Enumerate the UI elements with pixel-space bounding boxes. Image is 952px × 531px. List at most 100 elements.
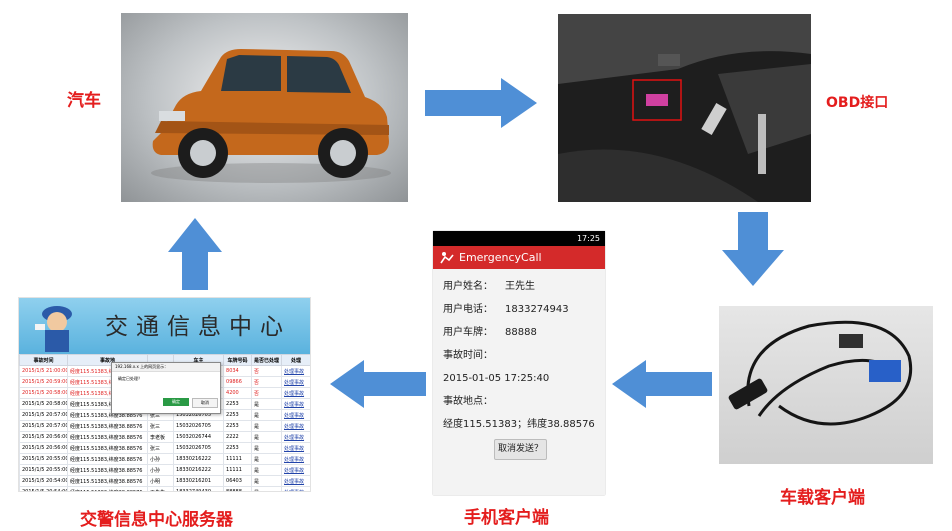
label-vehicle-client: 车载客户端 <box>780 488 865 508</box>
table-cell: 是 <box>251 464 283 476</box>
table-cell: 2015/1/5 20:55:00 <box>19 453 68 465</box>
field-row: 2015-01-05 17:25:40 <box>443 367 595 390</box>
table-cell: 2015/1/5 20:54:00 <box>19 475 68 487</box>
table-cell: 2253 <box>223 420 253 432</box>
table-cell: 经度115.51383,纬度38.88576 <box>66 420 149 432</box>
table-cell: 是 <box>251 420 283 432</box>
col-header: 事故时间 <box>19 354 68 366</box>
table-cell: 18330216222 <box>173 453 225 465</box>
label-car: 汽车 <box>67 91 101 111</box>
field-key: 事故时间： <box>443 350 493 361</box>
arrow-left-icon <box>330 360 426 408</box>
handle-accident-link[interactable]: 处理事故 <box>281 398 310 410</box>
table-cell: 2015/1/5 20:56:00 <box>19 431 68 443</box>
table-cell: 15032026744 <box>173 431 225 443</box>
table-cell: 是 <box>251 398 283 410</box>
field-row: 用户车牌：88888 <box>443 321 595 344</box>
table-cell: 8034 <box>223 365 253 377</box>
arrow-down-icon <box>722 212 784 286</box>
col-header: 处理 <box>281 354 310 366</box>
table-cell: 2015/1/5 20:58:00 <box>19 398 68 410</box>
field-key: 事故地点： <box>443 396 493 407</box>
handle-accident-link[interactable]: 处理事故 <box>281 365 310 377</box>
table-cell: 18330216222 <box>173 464 225 476</box>
table-cell: 李老板 <box>147 431 175 443</box>
table-cell: 小孙 <box>147 453 175 465</box>
handle-accident-link[interactable]: 处理事故 <box>281 431 310 443</box>
arrow-left-icon <box>612 360 712 408</box>
table-cell: 张三 <box>147 420 175 432</box>
table-cell: 经度115.51383,纬度38.88576 <box>66 464 149 476</box>
table-cell: 09866 <box>223 376 253 388</box>
table-cell: 2015/1/5 20:54:00 <box>19 486 68 491</box>
table-cell: 经度115.51383,纬度38.88576 <box>66 486 149 491</box>
table-cell: 4200 <box>223 387 253 399</box>
table-cell: 2015/1/5 21:00:00 <box>19 365 68 377</box>
phone-status-bar: 17:25 <box>433 231 605 246</box>
obd-photo <box>558 14 811 202</box>
table-row: 2015/1/5 20:54:00经度115.51383,纬度38.88576王… <box>19 486 310 491</box>
dialog-title: 192.168.x.x 上的网页显示： <box>112 363 220 372</box>
table-cell: 2253 <box>223 398 253 410</box>
label-mobile-client: 手机客户端 <box>464 508 549 528</box>
table-cell: 经度115.51383,纬度38.88576 <box>66 475 149 487</box>
field-row: 用户电话： 1833274943 <box>443 298 595 321</box>
table-cell: 11111 <box>223 453 253 465</box>
obd-illustration <box>558 14 811 202</box>
emergency-logo-icon <box>440 252 454 264</box>
table-cell: 88888 <box>223 486 253 491</box>
label-server: 交警信息中心服务器 <box>80 510 233 530</box>
table-cell: 经度115.51383,纬度38.88576 <box>66 431 149 443</box>
field-value: 88888 <box>505 327 537 338</box>
field-value: 经度115.51383；纬度38.88576 <box>443 419 595 430</box>
table-cell: 王先生 <box>147 486 175 491</box>
police-mascot-icon <box>35 306 72 352</box>
handle-accident-link[interactable]: 处理事故 <box>281 486 310 491</box>
table-cell: 18332749430 <box>173 486 225 491</box>
table-cell: 张三 <box>147 442 175 454</box>
table-cell: 15032026705 <box>173 442 225 454</box>
field-row: 用户姓名：王先生 <box>443 275 595 298</box>
server-header: 交通信息中心 <box>19 298 310 354</box>
table-cell: 06403 <box>223 475 253 487</box>
handle-accident-link[interactable]: 处理事故 <box>281 376 310 388</box>
table-cell: 是 <box>251 442 283 454</box>
handle-accident-link[interactable]: 处理事故 <box>281 409 310 421</box>
cable-device-illustration <box>728 320 913 426</box>
table-cell: 2015/1/5 20:55:00 <box>19 464 68 476</box>
field-value: 1833274943 <box>505 304 569 315</box>
col-header: 车牌号码 <box>223 354 253 366</box>
arrow-up-icon <box>168 218 222 290</box>
table-cell: 经度115.51383,纬度38.88576 <box>66 442 149 454</box>
car-photo <box>121 13 408 202</box>
handle-accident-link[interactable]: 处理事故 <box>281 442 310 454</box>
table-cell: 小孙 <box>147 464 175 476</box>
handle-accident-link[interactable]: 处理事故 <box>281 475 310 487</box>
field-row: 经度115.51383；纬度38.88576 <box>443 413 595 436</box>
col-header: 是否已处理 <box>251 354 283 366</box>
cancel-send-button[interactable]: 取消发送？ <box>494 439 547 460</box>
table-cell: 15032026705 <box>173 420 225 432</box>
handle-accident-link[interactable]: 处理事故 <box>281 464 310 476</box>
suv-illustration <box>151 49 391 183</box>
table-cell: 是 <box>251 409 283 421</box>
table-cell: 经度115.51383,纬度38.88576 <box>66 453 149 465</box>
table-cell: 小明 <box>147 475 175 487</box>
table-cell: 否 <box>251 387 283 399</box>
table-cell: 是 <box>251 453 283 465</box>
table-cell: 2253 <box>223 409 253 421</box>
dialog-cancel-button[interactable]: 取消 <box>192 398 218 408</box>
handle-accident-link[interactable]: 处理事故 <box>281 420 310 432</box>
table-cell: 是 <box>251 486 283 491</box>
table-cell: 18330216201 <box>173 475 225 487</box>
field-key: 用户电话： <box>443 304 493 315</box>
handle-accident-link[interactable]: 处理事故 <box>281 387 310 399</box>
table-cell: 否 <box>251 376 283 388</box>
handle-accident-link[interactable]: 处理事故 <box>281 453 310 465</box>
confirm-dialog: 192.168.x.x 上的网页显示： 确定已处理？ 确定 取消 <box>111 362 221 414</box>
dialog-ok-button[interactable]: 确定 <box>163 398 189 406</box>
